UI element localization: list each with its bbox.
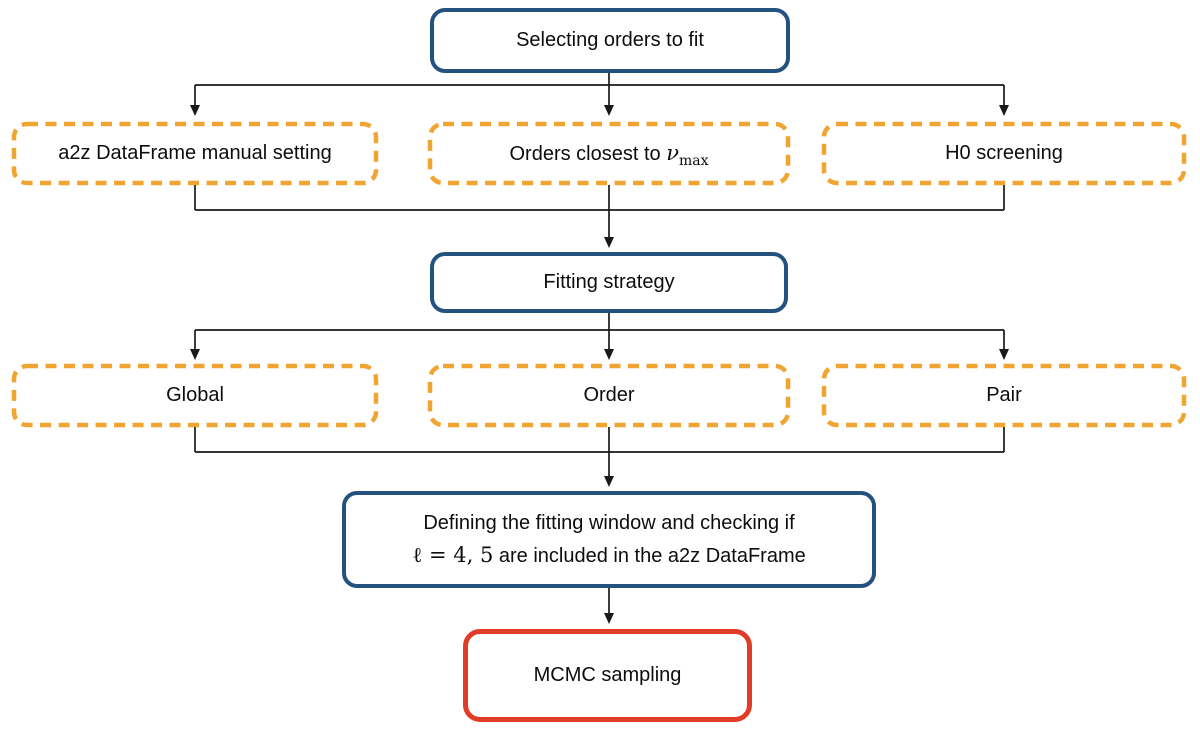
fitting-window-line2: ℓ = 4, 5 are included in the a2z DataFra… (412, 539, 805, 572)
node-fitting-window-check: Defining the fitting window and checking… (342, 491, 876, 588)
dashed-box-outline (821, 121, 1187, 186)
option-order-label: Order (583, 384, 635, 406)
option-pair-label: Pair (986, 384, 1022, 406)
option-global-label: Global (166, 384, 224, 406)
node-mcmc-sampling-label: MCMC sampling (533, 664, 682, 686)
option-orders-closest-numax: Orders closest to νmax (428, 122, 790, 185)
node-selecting-orders-label: Selecting orders to fit (516, 29, 704, 51)
nu-symbol: ν (666, 141, 679, 165)
option-global: Global (12, 364, 378, 427)
node-fitting-strategy: Fitting strategy (430, 252, 788, 313)
dashed-box-outline (821, 363, 1187, 428)
orders-closest-prefix: Orders closest to (509, 143, 667, 165)
option-a2z-manual-setting: a2z DataFrame manual setting (12, 122, 378, 185)
node-selecting-orders: Selecting orders to fit (430, 8, 790, 73)
option-orders-closest-numax-label: Orders closest to νmax (509, 138, 708, 169)
option-h0-screening-label: H0 screening (945, 142, 1063, 164)
dashed-box-outline (11, 363, 379, 428)
option-h0-screening: H0 screening (822, 122, 1186, 185)
node-fitting-strategy-label: Fitting strategy (543, 271, 675, 293)
option-a2z-manual-setting-label: a2z DataFrame manual setting (58, 142, 332, 164)
node-mcmc-sampling: MCMC sampling (463, 629, 752, 722)
option-pair: Pair (822, 364, 1186, 427)
nu-max-subscript: max (678, 153, 709, 169)
fitting-window-line1: Defining the fitting window and checking… (423, 511, 795, 534)
dashed-box-outline (11, 121, 379, 186)
option-order: Order (428, 364, 790, 427)
fitting-window-line2-rest: are included in the a2z DataFrame (493, 544, 806, 567)
ell-equals-45-math: ℓ = 4, 5 (412, 542, 494, 567)
